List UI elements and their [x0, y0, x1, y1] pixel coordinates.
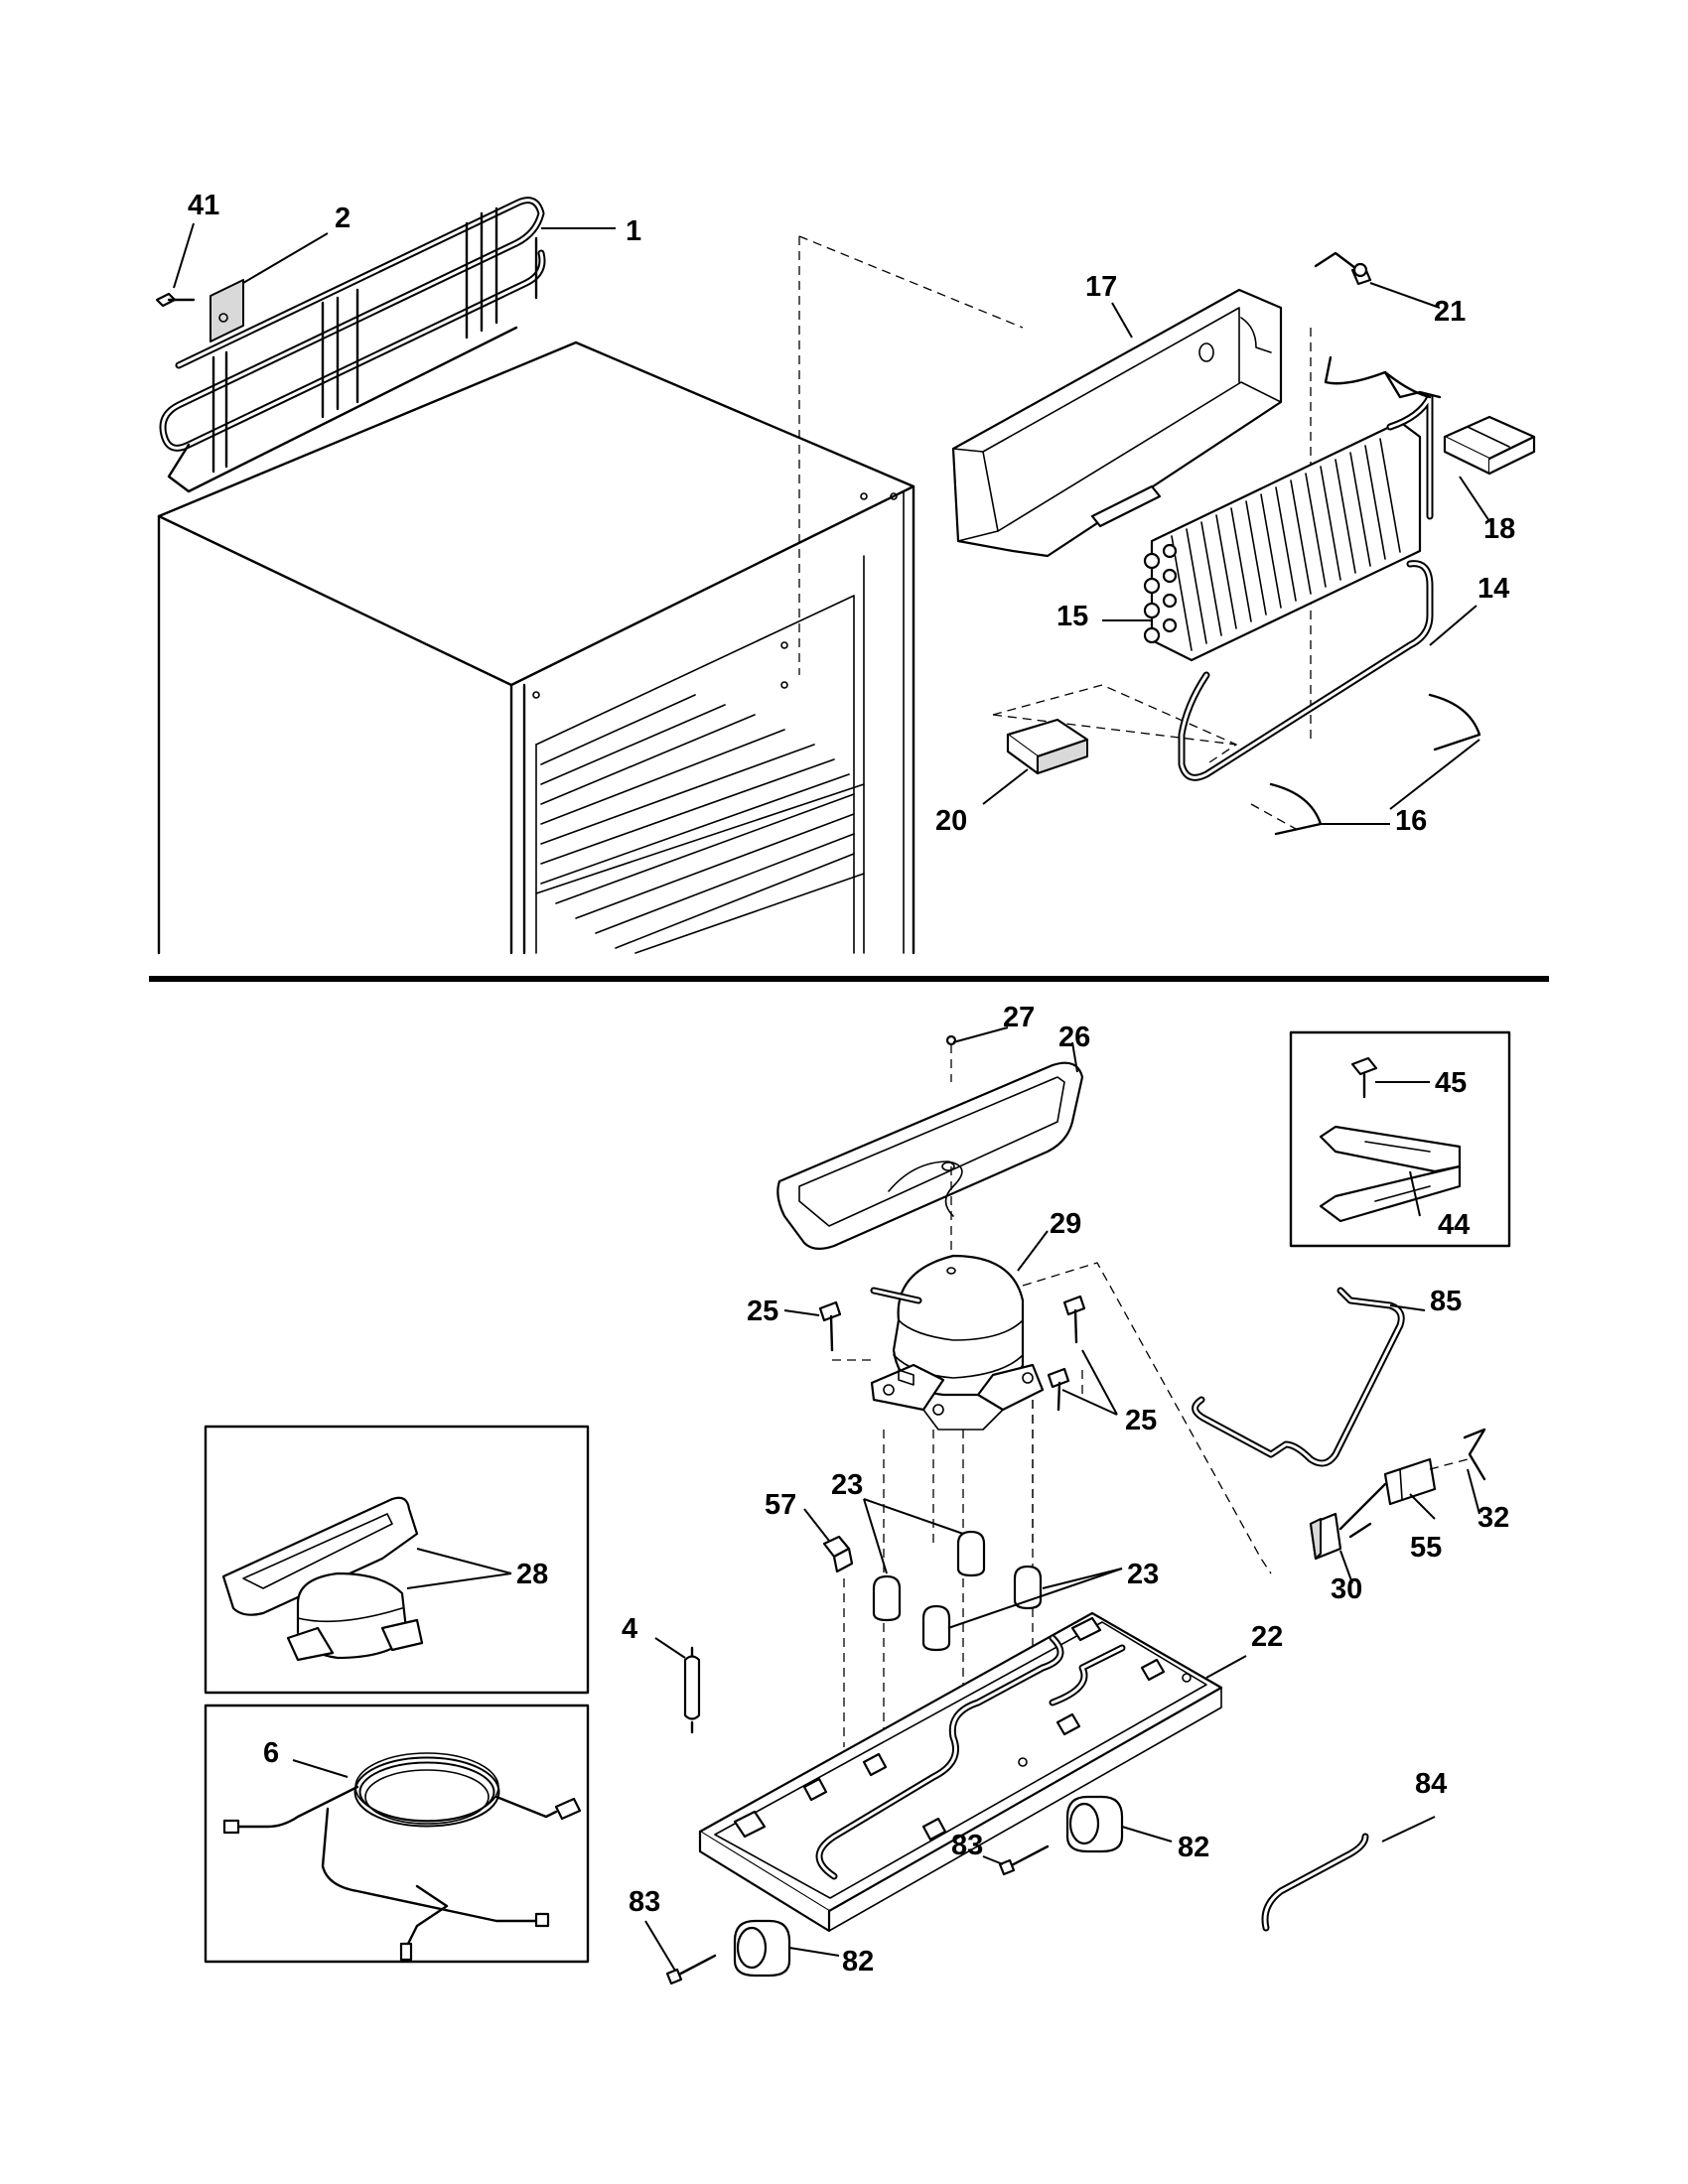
- wire-32: [1429, 1428, 1486, 1481]
- label-part-14: 14: [1477, 573, 1509, 605]
- clips-16: [1269, 693, 1481, 836]
- label-part-45: 45: [1435, 1067, 1467, 1099]
- base-pan-22: [698, 1611, 1223, 1933]
- condenser-coil: [159, 197, 546, 493]
- label-part-18: 18: [1483, 513, 1515, 545]
- part-number-labels: 41 2 1 17 21 18 14 15 20 16 27 26 45 44 …: [188, 190, 1515, 1978]
- cabinet-liner-ribs: [540, 694, 855, 949]
- leader-lines: [173, 222, 1490, 1972]
- drain-pan-26: [776, 1061, 1084, 1250]
- screw-41: [155, 292, 196, 308]
- defrost-heater-14: [1178, 560, 1434, 781]
- grommets-23: [872, 1530, 1043, 1652]
- bracket-2: [210, 279, 244, 342]
- heater-pad-18: [1443, 415, 1536, 476]
- label-part-21: 21: [1434, 296, 1466, 328]
- screws-25: [818, 1295, 1086, 1412]
- evaporator-cover-17: [951, 288, 1283, 558]
- label-part-32: 32: [1477, 1502, 1509, 1534]
- label-part-22: 22: [1251, 1621, 1283, 1653]
- power-cord-box-6: [204, 1704, 590, 1964]
- label-part-29: 29: [1050, 1208, 1081, 1240]
- label-part-17: 17: [1085, 271, 1117, 303]
- evaporator-coil-15: [1143, 355, 1442, 662]
- connector-21: [1314, 251, 1372, 286]
- label-part-28: 28: [516, 1559, 548, 1590]
- label-part-84: 84: [1415, 1768, 1447, 1800]
- label-part-20: 20: [935, 805, 967, 837]
- label-part-55: 55: [1410, 1532, 1442, 1564]
- label-part-16: 16: [1395, 805, 1427, 837]
- clip-57: [822, 1535, 854, 1573]
- label-part-25-right: 25: [1125, 1405, 1157, 1436]
- label-part-85: 85: [1430, 1286, 1462, 1317]
- label-part-57: 57: [765, 1489, 796, 1521]
- label-part-23-right: 23: [1127, 1559, 1159, 1590]
- label-part-83-right: 83: [951, 1830, 983, 1861]
- screws-83: [665, 1844, 1050, 1985]
- kit-box-44-45: [1289, 1030, 1511, 1248]
- label-part-41: 41: [188, 190, 219, 221]
- label-part-2: 2: [335, 203, 351, 234]
- process-tube-84: [1261, 1833, 1369, 1932]
- label-part-82-left: 82: [842, 1946, 874, 1978]
- drier-4: [683, 1646, 701, 1734]
- label-part-27: 27: [1003, 1002, 1035, 1033]
- compressor-29: [870, 1254, 1045, 1431]
- label-part-44: 44: [1438, 1209, 1470, 1241]
- label-part-1: 1: [626, 215, 641, 247]
- cabinet-assembly: [157, 341, 915, 955]
- tube-85: [1192, 1287, 1405, 1467]
- detail-box-28: [204, 1425, 590, 1695]
- label-part-23-top: 23: [831, 1469, 863, 1501]
- label-part-82-right: 82: [1178, 1832, 1209, 1863]
- label-part-15: 15: [1056, 601, 1088, 632]
- pad-20: [1006, 718, 1089, 775]
- label-part-30: 30: [1331, 1573, 1362, 1605]
- label-part-83-left: 83: [629, 1886, 660, 1918]
- feet-82: [733, 1795, 1124, 1978]
- label-part-25-left: 25: [747, 1296, 778, 1327]
- label-part-26: 26: [1058, 1022, 1090, 1053]
- label-part-4: 4: [622, 1613, 637, 1645]
- label-part-6: 6: [263, 1737, 279, 1769]
- relay-overload-30-55: [1309, 1457, 1437, 1561]
